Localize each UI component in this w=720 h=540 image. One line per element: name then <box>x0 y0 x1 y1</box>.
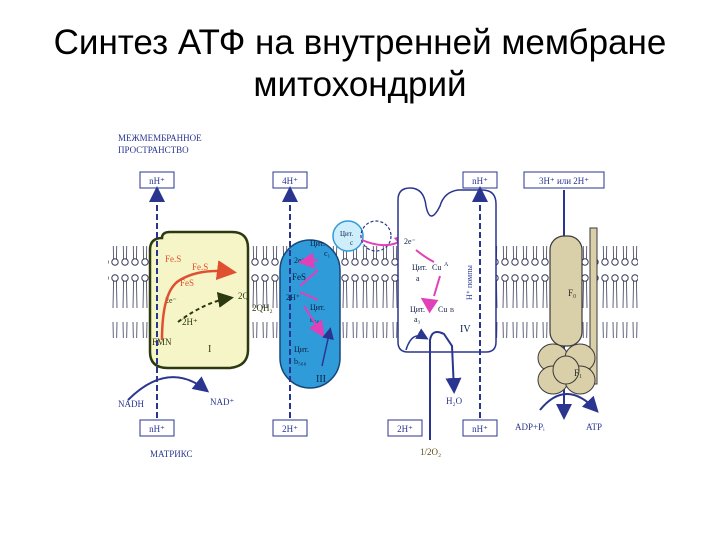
complex-IV-cu-a: Cu <box>432 263 441 272</box>
complex-IV-matrix-arc <box>405 328 429 351</box>
complex-IV-cyt-a: Цит. <box>412 263 427 272</box>
complex-IV-top-proton-label: nH⁺ <box>472 176 488 186</box>
complex-III-fes: FeS <box>292 272 306 282</box>
complex-I-fmn: FMN <box>152 337 172 347</box>
nad-label: NAD⁺ <box>210 397 234 407</box>
complex-IV-bottom-proton-box-b <box>462 419 498 437</box>
atp-synthase-F1-lobe-5 <box>552 355 580 385</box>
complex-III-numeral: III <box>316 374 326 385</box>
complex-I-fes-2: Fe.S <box>192 262 208 272</box>
water-label: H₂O <box>446 396 463 406</box>
slide-title: Синтез АТФ на внутренней мембране митохо… <box>0 22 720 106</box>
complex-I-electrons: 2e⁻ <box>165 296 177 305</box>
adp-label: ADP+Pᵢ <box>515 422 545 432</box>
atp-synthase-F0-label: F₀ <box>568 288 576 298</box>
complex-III-c1-sub: c₁ <box>324 249 331 258</box>
complex-IV-cu-b: Cu <box>438 305 447 314</box>
complex-III-electrons: 2e⁻ <box>294 256 306 265</box>
complex-IV-side-label: H⁺ помпы <box>465 265 474 300</box>
complex-III-electron-arrows <box>299 269 322 334</box>
oxygen-label: 1/2O₂ <box>420 447 441 457</box>
complex-I-bottom-proton-label: nH⁺ <box>149 424 165 434</box>
intermembrane-space-label: МЕЖМЕМБРАННОЕ <box>118 133 202 143</box>
complex-IV-a3-sub: a₃ <box>414 315 421 324</box>
oxygen-reduction-path <box>429 331 462 440</box>
complex-III-cyt: Цит. <box>310 303 325 312</box>
complex-III-top-proton-label: 4H⁺ <box>282 176 298 186</box>
nadh-oxidation-arc <box>127 376 210 401</box>
complex-I-numeral: I <box>208 344 211 355</box>
complex-IV-numeral: IV <box>460 324 471 335</box>
atp-synthesis-arc <box>539 393 599 413</box>
matrix-label: МАТРИКС <box>150 449 193 459</box>
complex-III-b566: b₅₆₆ <box>294 357 307 366</box>
complex-IV-cu-a-sub: A <box>444 262 449 268</box>
intermembrane-space-label-2: ПРОСТРАНСТВО <box>118 145 189 155</box>
cytochrome-c-shuttle-next <box>360 220 392 252</box>
cytochrome-c-sub: c <box>350 239 353 247</box>
complex-IV-cu-b-sub: B <box>450 308 454 314</box>
quinone-2qh2: 2QH₂ <box>252 303 273 313</box>
complex-I-fes-3: FeS <box>180 278 194 288</box>
complex-IV-electrons: 2e⁻ <box>404 237 416 246</box>
cytochrome-c-label: Цит. <box>340 230 353 238</box>
complex-I-electron-path <box>160 260 237 341</box>
atp-synthase-top-proton-box <box>523 171 605 189</box>
complex-IV-bottom-proton-box-a <box>387 419 423 437</box>
nadh-label: NADH <box>118 399 144 409</box>
complex-I-bottom-proton-box <box>139 419 175 437</box>
complex-IV-cyt-a3: Цит. <box>410 305 425 314</box>
complex-III-bottom-proton-label: 2H⁺ <box>282 424 298 434</box>
complex-IV-electron-arrows <box>416 249 441 304</box>
complex-III-protons: 2H⁺ <box>286 293 300 302</box>
complex-I-protons: 2H⁺ <box>182 317 198 327</box>
quinone-2q: 2Q <box>238 291 250 301</box>
title-line-1: Синтез АТФ на внутренней мембране <box>53 23 667 62</box>
complex-IV-bottom-proton-label-b: nH⁺ <box>472 424 488 434</box>
atp-synthase-top-proton-label: 3H⁺ или 2H⁺ <box>539 176 589 186</box>
atp-synthase-F1-label: F₁ <box>574 368 582 378</box>
complex-III-b562: b₅₆₂ <box>310 315 323 324</box>
atp-label: ATP <box>586 422 602 432</box>
complex-III-matrix-proton-arrow <box>321 327 334 367</box>
atp-synthase-F0 <box>549 235 583 347</box>
complex-IV-a-sub: a <box>416 274 420 283</box>
title-line-2: митохондрий <box>253 65 467 104</box>
complex-I-qh2-path <box>177 292 234 323</box>
complex-I-fes-1: Fe.S <box>165 254 181 264</box>
complex-IV-bottom-proton-label-a: 2H⁺ <box>397 424 413 434</box>
complex-III-cyt-c1: Цит. <box>310 239 325 248</box>
cytochrome-c-shuttle <box>332 220 364 252</box>
complex-I-top-proton-label: nH⁺ <box>149 176 165 186</box>
complex-III-cyt-2: Цит. <box>294 345 309 354</box>
complex-III-bottom-proton-box <box>272 419 308 437</box>
complex-III-cycle-arrow <box>298 252 319 269</box>
